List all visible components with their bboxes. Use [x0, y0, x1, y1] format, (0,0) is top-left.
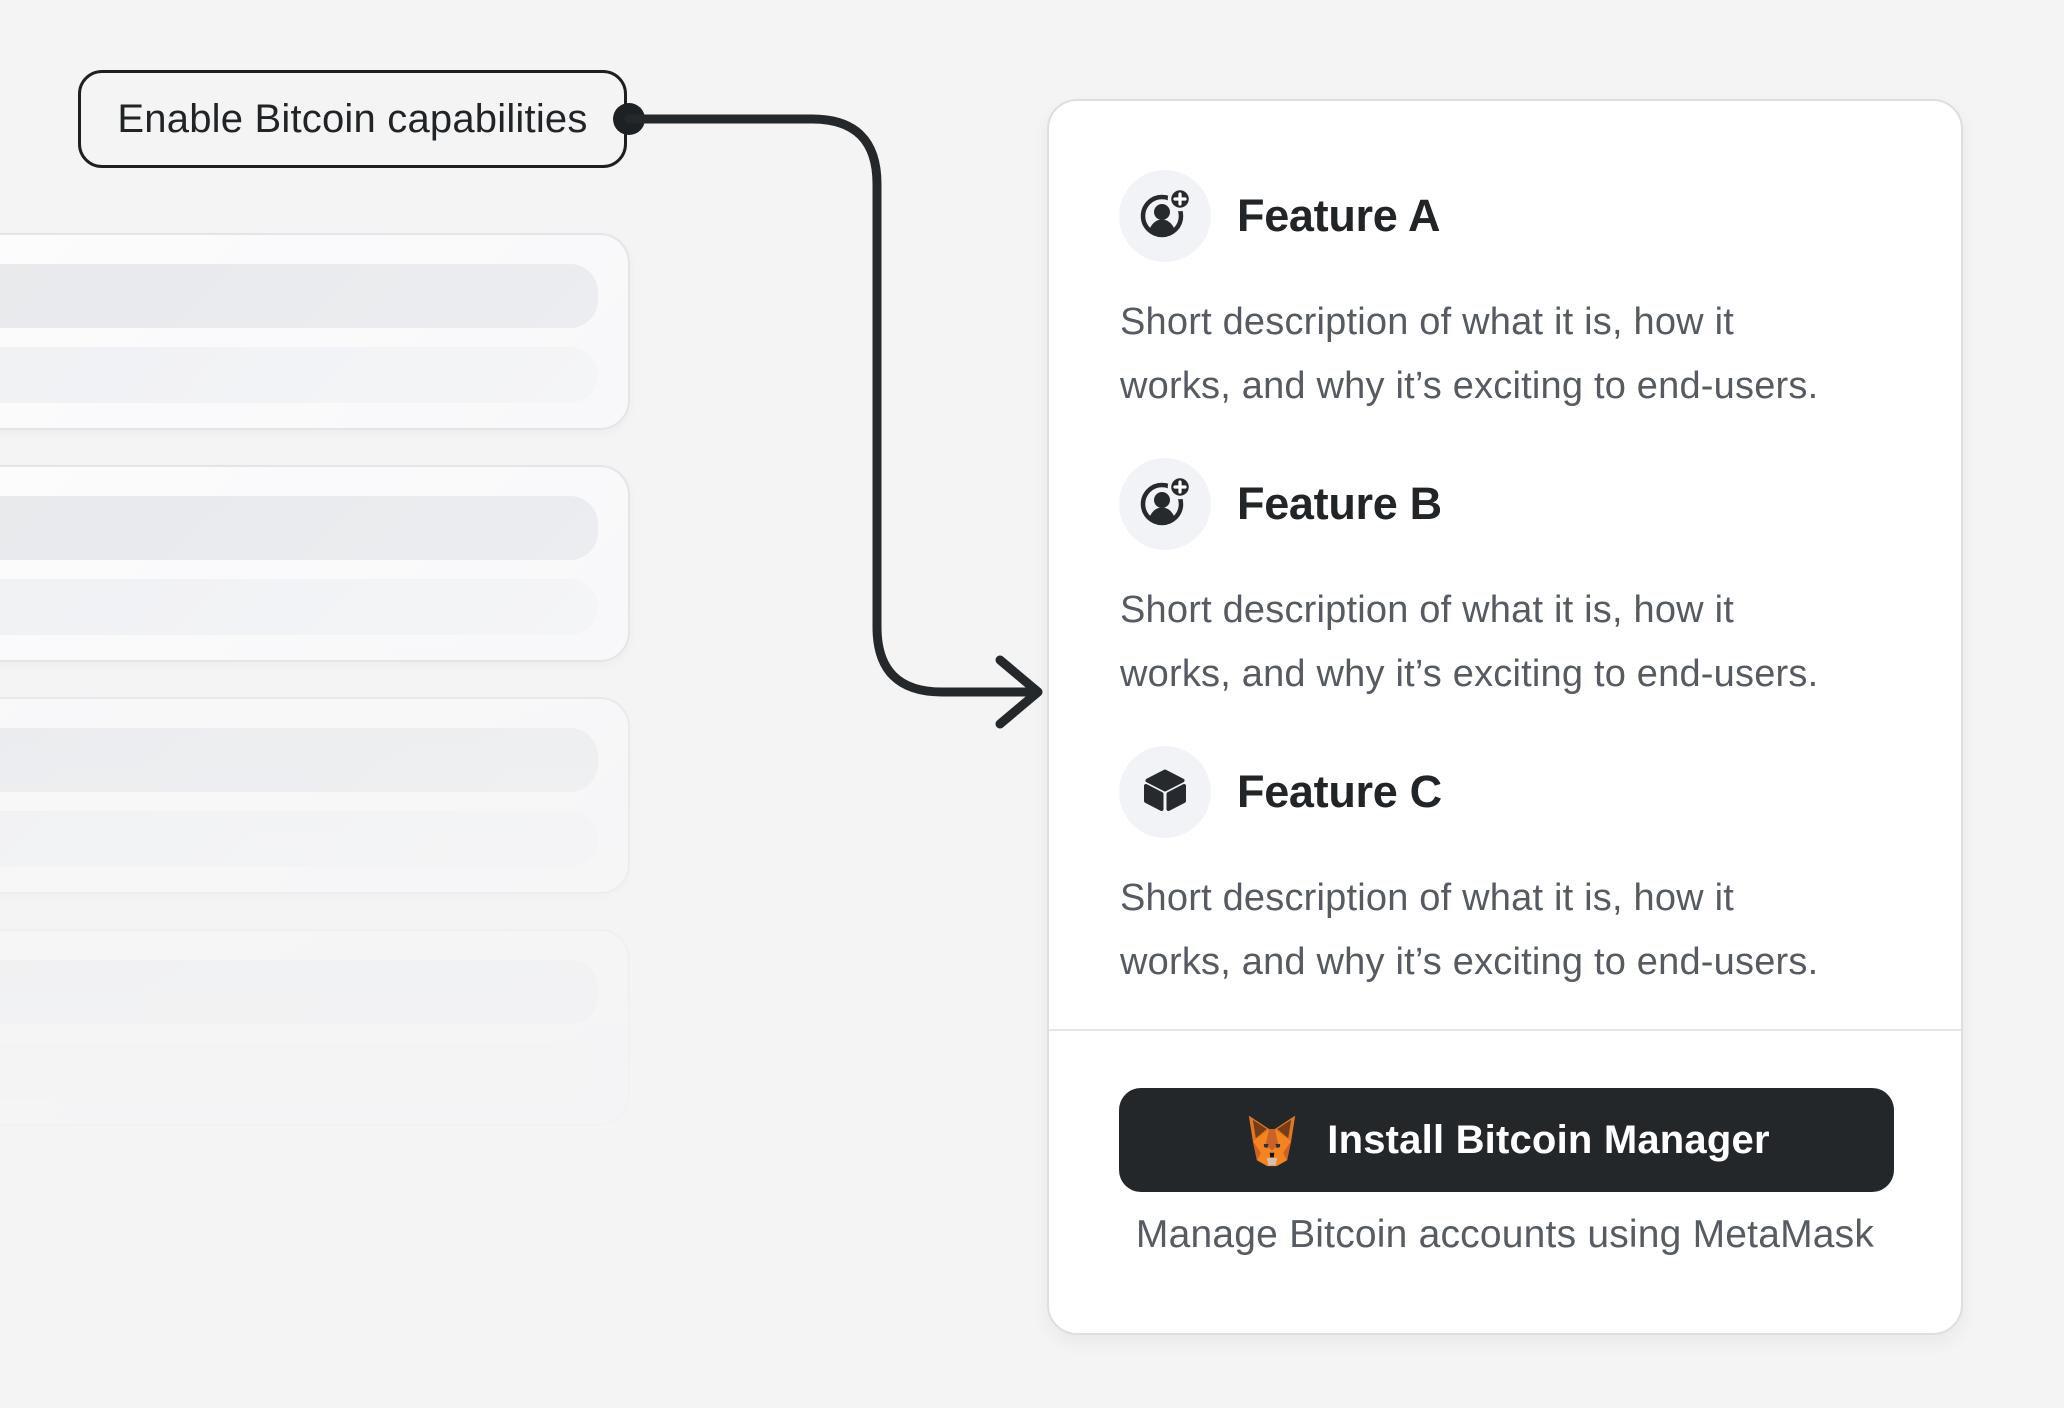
skeleton-bar: [0, 496, 598, 560]
cube-icon: [1140, 765, 1190, 820]
skeleton-bar: [0, 1275, 598, 1331]
feature-row-a: Feature A: [1119, 170, 1440, 262]
feature-title: Feature B: [1237, 478, 1442, 529]
feature-description: Short description of what it is, how it …: [1120, 589, 1819, 695]
arrowhead-icon: [995, 655, 1043, 729]
skeleton-card: [0, 465, 630, 662]
skeleton-card: [0, 697, 630, 894]
skeleton-bar: [0, 579, 598, 635]
account-plus-icon: [1139, 474, 1193, 533]
skeleton-bar: [0, 728, 598, 792]
annotation-callout: Enable Bitcoin capabilities: [78, 70, 627, 168]
skeleton-card: [0, 1161, 630, 1358]
skeleton-bar: [0, 1192, 598, 1256]
feature-row-c: Feature C: [1119, 746, 1442, 838]
skeleton-card: [0, 233, 630, 430]
install-caption: Manage Bitcoin accounts using MetaMask: [1135, 1213, 1875, 1256]
feature-description: Short description of what it is, how it …: [1120, 877, 1819, 983]
feature-panel: Feature A Short description of what it i…: [1047, 99, 1963, 1335]
account-plus-icon: [1139, 186, 1193, 245]
skeleton-bar: [0, 960, 598, 1024]
feature-title: Feature C: [1237, 766, 1442, 817]
skeleton-card: [0, 929, 630, 1126]
skeleton-bar: [0, 347, 598, 403]
metamask-fox-icon: [1243, 1111, 1301, 1169]
install-button-label: Install Bitcoin Manager: [1327, 1117, 1770, 1162]
feature-description: Short description of what it is, how it …: [1120, 301, 1819, 407]
section-divider: [1049, 1029, 1961, 1031]
feature-row-b: Feature B: [1119, 458, 1442, 550]
install-bitcoin-manager-button[interactable]: Install Bitcoin Manager: [1119, 1088, 1894, 1192]
skeleton-bar: [0, 811, 598, 867]
annotation-label: Enable Bitcoin capabilities: [117, 96, 588, 141]
feature-title: Feature A: [1237, 190, 1441, 241]
skeleton-bar: [0, 1043, 598, 1099]
skeleton-bar: [0, 264, 598, 328]
